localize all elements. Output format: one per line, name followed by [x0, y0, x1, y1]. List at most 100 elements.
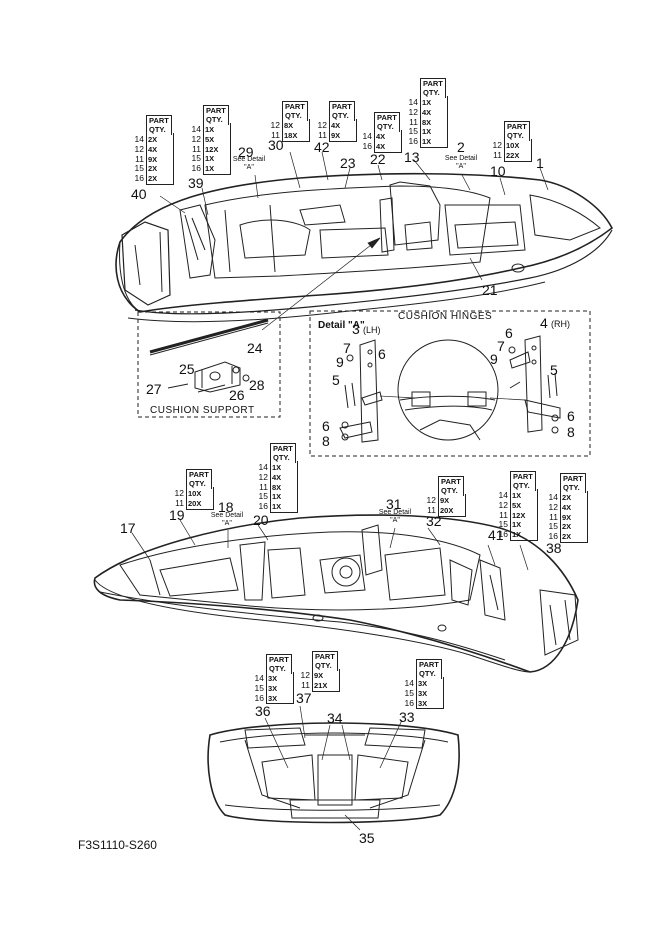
quantity: 1X: [205, 125, 215, 134]
part-number: 16: [254, 692, 264, 703]
upper-deck-drawing: [115, 172, 614, 323]
quantity: 8X: [422, 117, 432, 127]
part-qty-header-text: QTY.: [441, 485, 458, 495]
part-number: 11: [192, 143, 201, 154]
part-number: 14: [404, 678, 414, 688]
quantity: 1X: [422, 137, 432, 147]
callout-37: 37: [296, 690, 312, 706]
callout-6b: 6: [322, 418, 330, 434]
qty-column-border: [203, 123, 231, 175]
part-qty-header-text: QTY.: [419, 668, 436, 678]
callout-23: 23: [340, 155, 356, 171]
qty-column-border: [266, 672, 294, 705]
callout-25: 25: [179, 361, 195, 377]
quantity: 3X: [268, 674, 278, 683]
part-number: 11: [259, 481, 268, 492]
quantity: 8X: [284, 121, 294, 130]
callout-29: 29: [238, 144, 254, 160]
callout-7a: 7: [343, 340, 351, 356]
quantity: 1X: [205, 154, 215, 164]
part-number: 12: [134, 143, 144, 154]
quantity: 3X: [418, 679, 428, 688]
part-qty-header-text: QTY.: [206, 114, 223, 124]
part-qty-header-text: PART: [507, 122, 527, 131]
part-number: 15: [408, 126, 418, 137]
quantity: 10X: [188, 489, 202, 498]
part-number: 11: [301, 679, 310, 690]
part-number: 11: [493, 149, 502, 160]
callout-10: 10: [490, 163, 506, 179]
qty-column-border: [329, 119, 357, 142]
quantity: 21X: [314, 680, 328, 690]
part-number: 14: [362, 131, 372, 141]
quantity: 9X: [148, 154, 158, 164]
part-qty-header-text: QTY.: [189, 478, 206, 488]
quantity: 10X: [506, 141, 520, 150]
part-qty-header-text: PART: [332, 102, 352, 111]
callout-1: 1: [536, 155, 544, 171]
quantity: 4X: [148, 144, 158, 154]
stern-leader-lines: [264, 705, 403, 831]
callout-17: 17: [120, 520, 136, 536]
part-number: 15: [258, 491, 268, 502]
cushion-hinges-label: CUSHION HINGES: [398, 311, 493, 322]
callout-13: 13: [404, 149, 420, 165]
cushion-support-box: [137, 311, 281, 418]
part-number: 15: [191, 153, 201, 164]
quantity: 2X: [562, 522, 572, 532]
qty-column-border: [504, 139, 532, 162]
part-qty-header-text: PART: [513, 472, 533, 481]
part-number: 15: [404, 687, 414, 698]
part-number: 16: [258, 501, 268, 512]
part-qty-header-text: QTY.: [149, 124, 166, 134]
quantity: 1X: [512, 520, 522, 530]
part-qty-header-text: PART: [377, 113, 397, 122]
qty-row: 11 21X: [294, 679, 328, 691]
quantity: 3X: [268, 693, 278, 703]
quantity: 1X: [422, 98, 432, 107]
see-detail-29: See Detail"A": [232, 156, 266, 171]
part-qty-header-text: PART: [273, 444, 293, 453]
callout-5a: 5: [332, 372, 340, 388]
quantity: 1X: [272, 502, 282, 512]
part-number: 14: [254, 673, 264, 683]
part-qty-header-text: PART: [563, 474, 583, 483]
part-number: 16: [498, 529, 508, 540]
callout-22: 22: [370, 151, 386, 167]
callout-20: 20: [253, 512, 269, 528]
see-detail-2: See Detail"A": [444, 155, 478, 170]
qty-column-border: [146, 133, 174, 185]
qty-column-border: [282, 119, 310, 142]
callout-40: 40: [131, 186, 147, 202]
callout-9a: 9: [336, 354, 344, 370]
part-number: 16: [408, 136, 418, 147]
